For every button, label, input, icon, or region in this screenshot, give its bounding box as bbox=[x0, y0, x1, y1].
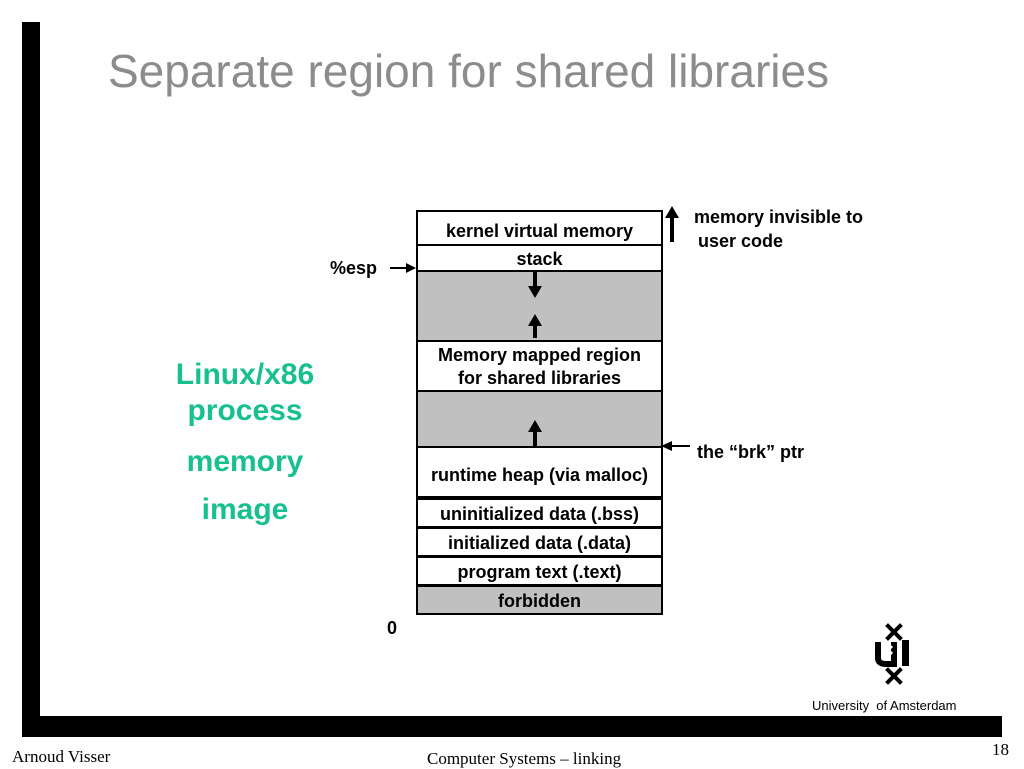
arrow-brk-icon bbox=[661, 441, 690, 451]
region-bss-label: uninitialized data (.bss) bbox=[439, 504, 640, 524]
region-data: initialized data (.data) bbox=[416, 527, 663, 557]
region-shared-libs-label-1: Memory mapped region bbox=[437, 345, 642, 365]
arrow-heap-up-icon bbox=[528, 420, 542, 446]
arrow-shared-up-icon bbox=[528, 314, 542, 338]
arrow-invisible-up-icon bbox=[665, 206, 679, 242]
note-address-zero: 0 bbox=[387, 618, 398, 638]
region-kernel-virtual-memory: kernel virtual memory bbox=[416, 210, 663, 246]
note-memory-invisible-2: user code bbox=[698, 231, 784, 251]
side-label-line-2: process bbox=[187, 394, 303, 427]
region-stack-label: stack bbox=[516, 249, 563, 269]
region-forbidden: forbidden bbox=[416, 585, 663, 615]
region-data-label: initialized data (.data) bbox=[447, 533, 632, 553]
region-forbidden-label: forbidden bbox=[498, 591, 581, 611]
side-label-line-4: image bbox=[201, 493, 289, 526]
region-bss: uninitialized data (.bss) bbox=[416, 498, 663, 528]
note-memory-invisible-1: memory invisible to bbox=[694, 207, 864, 227]
university-name: University of Amsterdam bbox=[812, 698, 957, 713]
side-label-line-3: memory bbox=[186, 445, 304, 478]
footer-page-number: 18 bbox=[992, 740, 1009, 759]
region-runtime-heap: runtime heap (via malloc) bbox=[416, 446, 663, 498]
university-logo-icon bbox=[875, 623, 909, 685]
arrow-stack-down-icon bbox=[528, 272, 542, 298]
side-label-line-1: Linux/x86 bbox=[175, 358, 315, 391]
footer-author: Arnoud Visser bbox=[12, 747, 111, 766]
region-stack: stack bbox=[416, 244, 663, 272]
note-brk-ptr: the “brk” ptr bbox=[697, 442, 805, 462]
region-heap-gap bbox=[416, 390, 663, 448]
note-esp: %esp bbox=[330, 258, 378, 278]
footer-course: Computer Systems – linking bbox=[427, 749, 622, 768]
region-shared-libs-label-2: for shared libraries bbox=[457, 368, 622, 388]
region-text-label: program text (.text) bbox=[457, 562, 622, 582]
region-kernel-label: kernel virtual memory bbox=[445, 221, 634, 241]
slide-title: Separate region for shared libraries bbox=[108, 45, 830, 97]
arrow-esp-icon bbox=[390, 263, 416, 273]
region-heap-label: runtime heap (via malloc) bbox=[430, 465, 649, 485]
